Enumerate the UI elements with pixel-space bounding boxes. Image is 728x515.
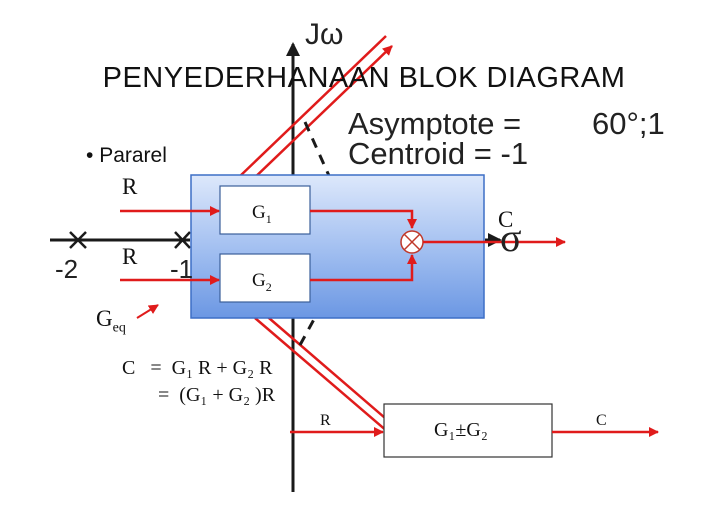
page-title: PENYEDERHANAAN BLOK DIAGRAM	[102, 62, 626, 94]
g1-to-sum-arrow	[310, 209, 417, 229]
block-g2-sub: 2	[265, 279, 272, 294]
block-g1-base: G	[252, 202, 266, 223]
centroid-label: Centroid = -1	[348, 136, 529, 171]
bullet-pararel: • Pararel	[86, 144, 167, 167]
pole-mark-minus-2	[69, 231, 87, 249]
dashed-asymptote-upper	[303, 121, 332, 179]
block-g1	[219, 185, 311, 235]
asymptote-line-lower-b	[261, 311, 393, 425]
sigma-axis-label: σ	[500, 215, 522, 260]
simplified-block-label: G₁±G₂	[434, 419, 488, 441]
pole-label-minus-1: -1	[170, 254, 194, 284]
equation-line-2: = (G₁ + G₂ )R	[158, 384, 276, 406]
geq-pointer-arrow	[136, 304, 159, 319]
simplified-block	[383, 403, 553, 458]
simplified-input-label: R	[320, 412, 331, 429]
dashed-asymptote-lower	[298, 311, 320, 346]
block-g2-label: G2	[252, 270, 272, 295]
parallel-diagram	[120, 174, 566, 319]
block-g2-base: G	[252, 270, 266, 291]
input-label-top: R	[122, 174, 138, 199]
geq-sub: eq	[112, 320, 126, 336]
bullet-label: Pararel	[99, 144, 167, 167]
equation-line-1: C = G₁ R + G₂ R	[122, 357, 273, 379]
output-label: C	[498, 207, 514, 232]
input-label-bottom: R	[122, 244, 138, 269]
jw-axis-label: Jω	[305, 18, 344, 51]
simplified-diagram	[290, 403, 659, 458]
block-g2	[219, 253, 311, 303]
simplified-output-label: C	[596, 412, 607, 429]
summing-junction	[400, 230, 424, 254]
asymptote-line-upper-b	[247, 45, 393, 185]
block-g1-sub: 1	[265, 211, 272, 226]
asymptote-value: 60°;1	[592, 106, 665, 141]
asymptote-line-lower-a	[254, 317, 389, 433]
geq-label: Geq	[96, 306, 126, 337]
g2-to-sum-arrow	[310, 254, 417, 282]
pole-label-minus-2: -2	[55, 254, 79, 284]
asymptote-label: Asymptote =	[348, 106, 522, 141]
pole-mark-minus-1	[174, 231, 191, 249]
geq-base: G	[96, 306, 113, 331]
block-g1-label: G1	[252, 202, 272, 227]
asymptote-line-upper-a	[237, 35, 387, 179]
